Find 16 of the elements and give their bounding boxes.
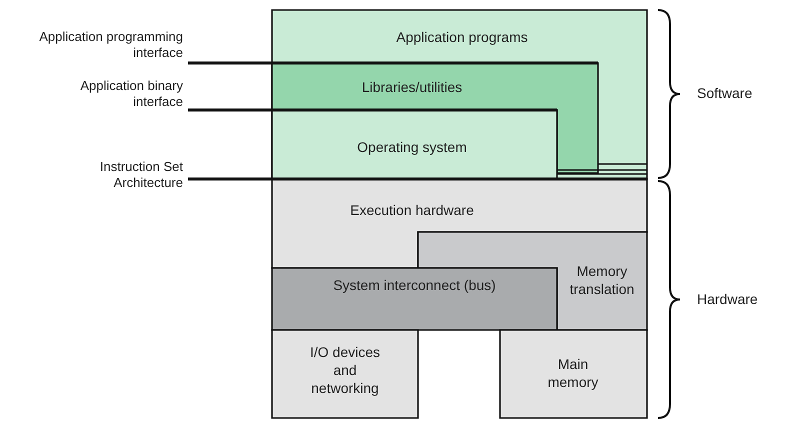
leader-line — [188, 178, 647, 180]
group-label: Software — [697, 85, 752, 101]
interface-label: Application programming interface — [8, 29, 183, 61]
group-label: Hardware — [697, 290, 758, 306]
leader-line — [188, 62, 598, 64]
layer-label: System interconnect (bus) — [332, 276, 497, 294]
layer-label: Memory translation — [568, 262, 636, 298]
leader-line — [188, 108, 557, 112]
interface-label: Instruction Set Architecture — [40, 159, 183, 191]
layer-label: Application programs — [395, 28, 529, 46]
interface-label: Application binary interface — [40, 78, 183, 110]
layer-label: Main memory — [546, 355, 600, 391]
layer-label: Execution hardware — [349, 201, 475, 219]
layer-label: I/O devices and networking — [308, 343, 382, 397]
layer-label: Libraries/utilities — [360, 78, 464, 96]
layer-label: Operating system — [356, 138, 468, 156]
